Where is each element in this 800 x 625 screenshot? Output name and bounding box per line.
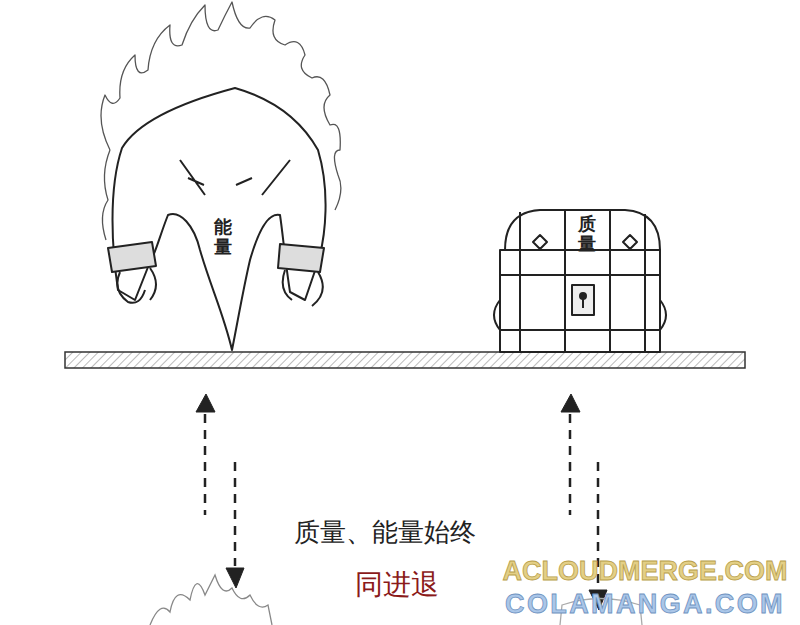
node-outline (85, 0, 345, 352)
vertical-label: 质量 (578, 215, 596, 255)
vertical-label: 能量 (214, 218, 232, 258)
mass-chest: 质量 (480, 205, 680, 355)
caption-line: 质量、能量始终 (294, 515, 476, 550)
watermark: ACLOUDMERGE.COM (503, 556, 788, 587)
shelf (65, 352, 745, 368)
energy-creature: 能量 (85, 0, 345, 352)
caption-highlight: 同进退 (355, 566, 439, 604)
watermark: COLAMANGA.COM (505, 589, 785, 620)
flame-sketch (150, 575, 272, 625)
